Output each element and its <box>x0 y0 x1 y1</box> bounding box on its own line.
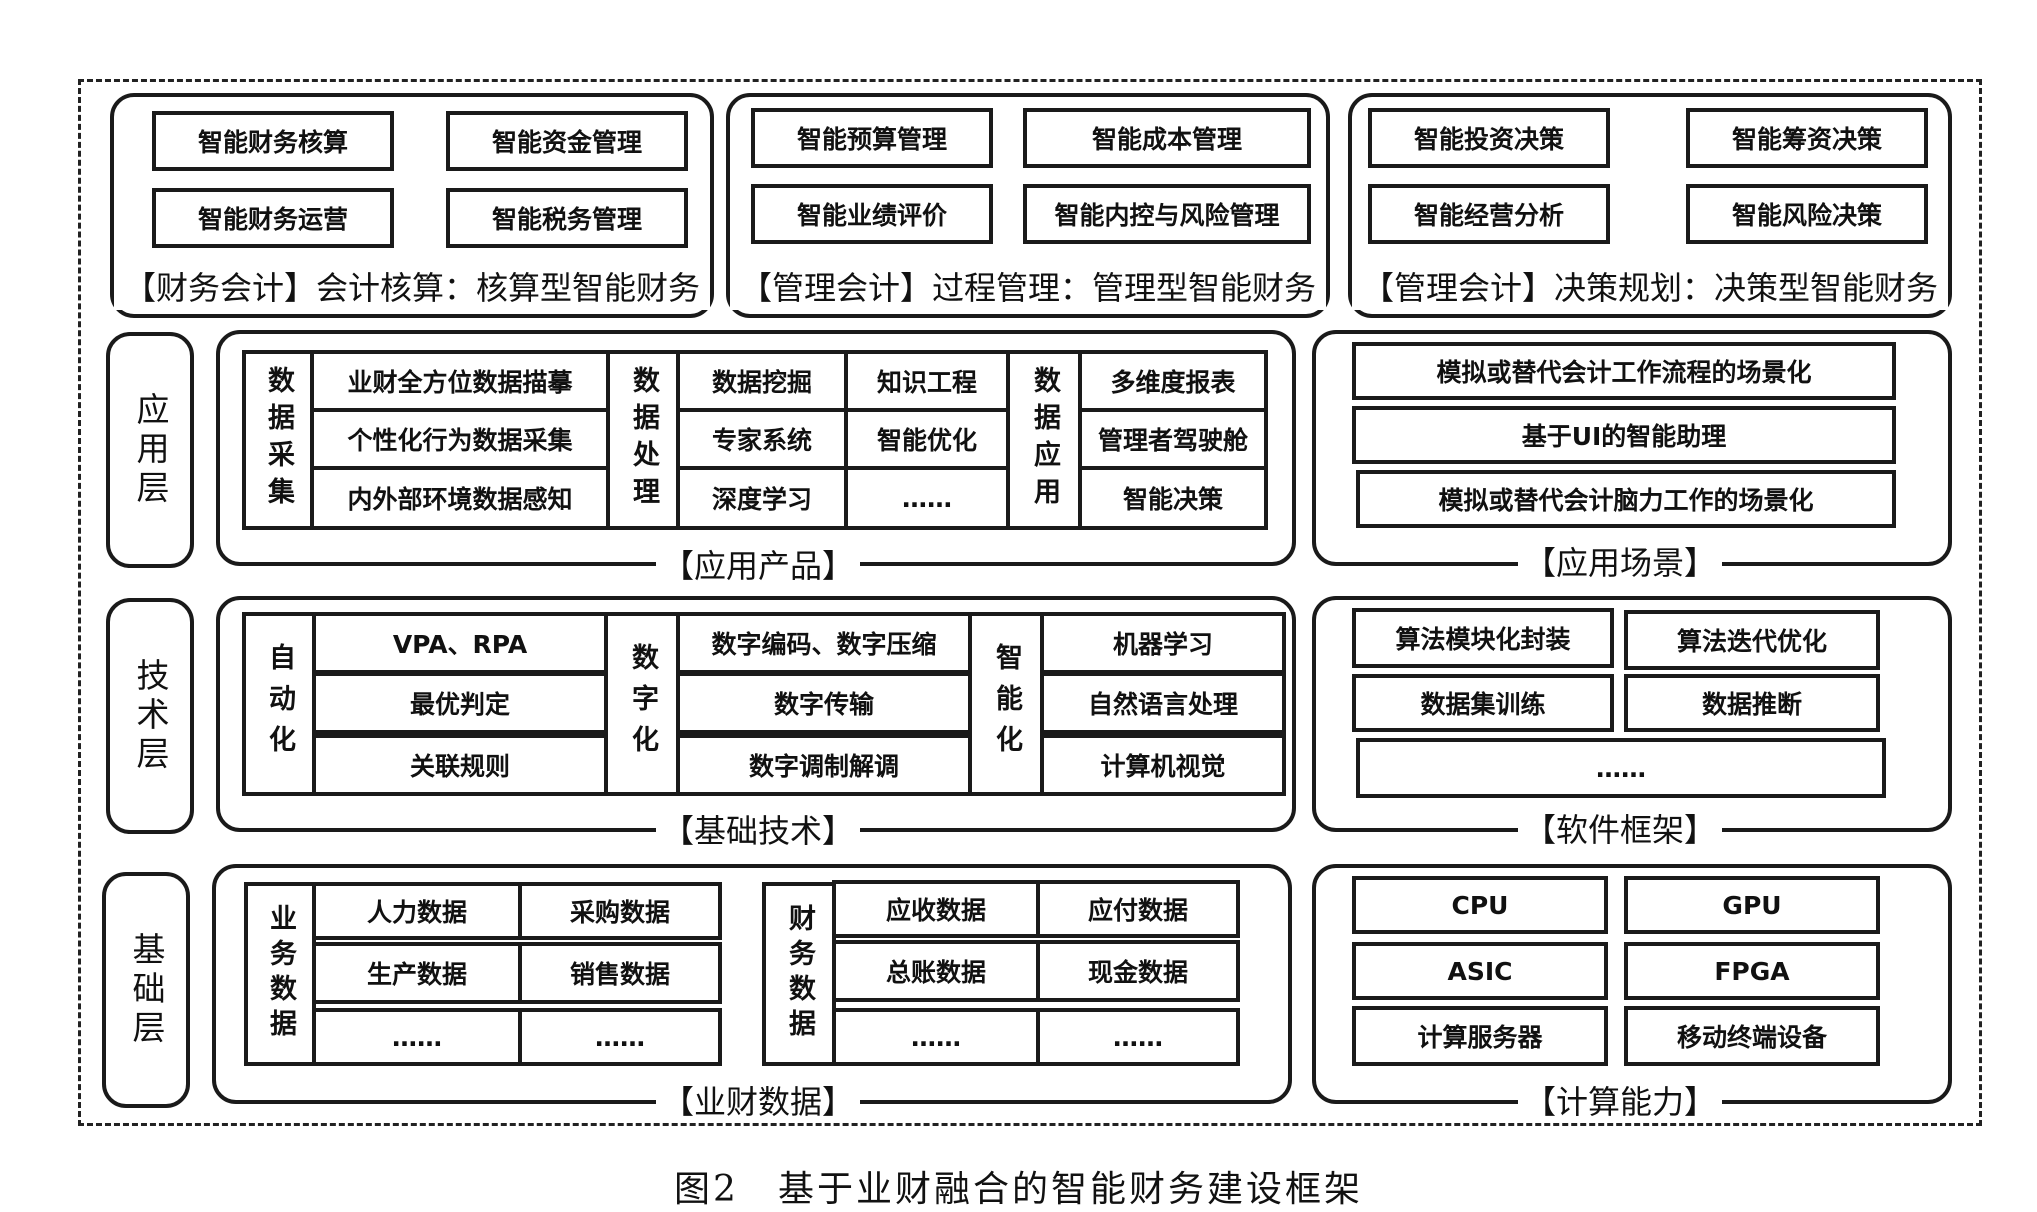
automation-label: 自动化 <box>242 612 316 796</box>
box-machine-learning: 机器学习 <box>1040 612 1286 674</box>
box-performance-evaluation: 智能业绩评价 <box>751 184 993 244</box>
box-association-rules: 关联规则 <box>312 734 608 796</box>
box-fpga: FPGA <box>1624 942 1880 1000</box>
box-intelligent-accounting: 智能财务核算 <box>152 111 394 171</box>
box-software-ellipsis: …… <box>1356 738 1886 798</box>
box-workflow-scenario: 模拟或替代会计工作流程的场景化 <box>1352 342 1896 400</box>
box-business-ellipsis-2: …… <box>518 1008 722 1066</box>
box-management-cockpit: 管理者驾驶舱 <box>1078 408 1268 470</box>
box-intelligent-optimization: 智能优化 <box>844 408 1010 470</box>
box-production-data: 生产数据 <box>312 942 522 1004</box>
box-mobile-terminal: 移动终端设备 <box>1624 1006 1880 1066</box>
box-business-ellipsis-1: …… <box>312 1008 522 1066</box>
computing-power-title: 【计算能力】 <box>1518 1082 1722 1122</box>
box-ui-assistant: 基于UI的智能助理 <box>1352 406 1896 464</box>
business-data-label: 业务数据 <box>244 882 316 1066</box>
business-finance-data-title: 【业财数据】 <box>656 1082 860 1122</box>
box-algorithm-iteration: 算法迭代优化 <box>1624 610 1880 670</box>
box-ledger-data: 总账数据 <box>832 940 1040 1002</box>
layer-label-application: 应用层 <box>106 332 194 568</box>
box-intelligent-funds: 智能资金管理 <box>446 111 688 171</box>
group-label-text: 数据应用 <box>1029 366 1060 514</box>
box-full-data-portrait: 业财全方位数据描摹 <box>310 350 610 412</box>
box-digital-modulation: 数字调制解调 <box>676 734 972 796</box>
financial-accounting-title: 【财务会计】会计核算：核算型智能财务 <box>114 266 710 310</box>
data-collection-label: 数据采集 <box>242 350 314 530</box>
group-label-text: 数字化 <box>627 642 658 766</box>
digitalization-label: 数字化 <box>604 612 680 796</box>
group-label-text: 业务数据 <box>265 904 296 1044</box>
data-application-label: 数据应用 <box>1006 350 1082 530</box>
software-framework-title: 【软件框架】 <box>1518 810 1722 850</box>
box-intelligent-operations: 智能财务运营 <box>152 188 394 248</box>
box-finance-ellipsis-2: …… <box>1036 1008 1240 1066</box>
group-label-text: 自动化 <box>264 642 295 766</box>
box-data-inference: 数据推断 <box>1624 674 1880 732</box>
box-dataset-training: 数据集训练 <box>1352 674 1614 732</box>
group-label-text: 智能化 <box>991 642 1022 766</box>
box-intelligent-tax: 智能税务管理 <box>446 188 688 248</box>
box-knowledge-engineering: 知识工程 <box>844 350 1010 412</box>
box-intelligent-budget: 智能预算管理 <box>751 108 993 168</box>
box-behavior-data-collection: 个性化行为数据采集 <box>310 408 610 470</box>
box-gpu: GPU <box>1624 876 1880 934</box>
box-cash-data: 现金数据 <box>1036 940 1240 1002</box>
box-receivable-data: 应收数据 <box>832 880 1040 938</box>
box-internal-control-risk: 智能内控与风险管理 <box>1023 184 1311 244</box>
group-label-text: 数据采集 <box>263 366 294 514</box>
layer-label-foundation: 基础层 <box>102 872 190 1108</box>
box-procurement-data: 采购数据 <box>518 882 722 940</box>
box-mental-work-scenario: 模拟或替代会计脑力工作的场景化 <box>1356 470 1896 528</box>
group-label-text: 财务数据 <box>784 904 815 1044</box>
box-optimal-judgment: 最优判定 <box>312 672 608 734</box>
box-investment-decision: 智能投资决策 <box>1368 108 1610 168</box>
box-business-analysis: 智能经营分析 <box>1368 184 1610 244</box>
box-cpu: CPU <box>1352 876 1608 934</box>
application-products-title: 【应用产品】 <box>656 546 860 586</box>
layer-label-text: 基础层 <box>127 931 166 1049</box>
box-computer-vision: 计算机视觉 <box>1040 734 1286 796</box>
box-ellipsis: …… <box>844 466 1010 530</box>
management-process-title: 【管理会计】过程管理：管理型智能财务 <box>730 266 1326 310</box>
box-hr-data: 人力数据 <box>312 882 522 940</box>
box-environment-data-sensing: 内外部环境数据感知 <box>310 466 610 530</box>
box-intelligent-cost: 智能成本管理 <box>1023 108 1311 168</box>
layer-label-technology: 技术层 <box>106 598 194 834</box>
layer-label-text: 应用层 <box>131 391 170 509</box>
box-risk-decision: 智能风险决策 <box>1686 184 1928 244</box>
finance-data-label: 财务数据 <box>762 882 836 1066</box>
box-payable-data: 应付数据 <box>1036 880 1240 938</box>
figure-caption: 图2 基于业财融合的智能财务建设框架 <box>674 1169 1363 1210</box>
data-processing-label: 数据处理 <box>606 350 680 530</box>
box-finance-ellipsis-1: …… <box>832 1008 1040 1066</box>
framework-border <box>78 79 1982 1126</box>
box-algorithm-modularization: 算法模块化封装 <box>1352 608 1614 668</box>
box-asic: ASIC <box>1352 942 1608 1000</box>
box-digital-transmission: 数字传输 <box>676 672 972 734</box>
intelligentization-label: 智能化 <box>968 612 1044 796</box>
box-intelligent-decision: 智能决策 <box>1078 466 1268 530</box>
box-expert-system: 专家系统 <box>676 408 848 470</box>
layer-label-text: 技术层 <box>131 657 170 775</box>
application-scenes-title: 【应用场景】 <box>1518 543 1722 583</box>
box-financing-decision: 智能筹资决策 <box>1686 108 1928 168</box>
box-data-mining: 数据挖掘 <box>676 350 848 412</box>
basic-technology-title: 【基础技术】 <box>656 811 860 851</box>
management-decision-title: 【管理会计】决策规划：决策型智能财务 <box>1352 266 1948 310</box>
box-multidimensional-report: 多维度报表 <box>1078 350 1268 412</box>
group-label-text: 数据处理 <box>628 366 659 514</box>
box-nlp: 自然语言处理 <box>1040 672 1286 734</box>
box-vpa-rpa: VPA、RPA <box>312 612 608 674</box>
box-deep-learning: 深度学习 <box>676 466 848 530</box>
box-digital-encoding: 数字编码、数字压缩 <box>676 612 972 674</box>
box-sales-data: 销售数据 <box>518 942 722 1004</box>
box-computing-server: 计算服务器 <box>1352 1006 1608 1066</box>
